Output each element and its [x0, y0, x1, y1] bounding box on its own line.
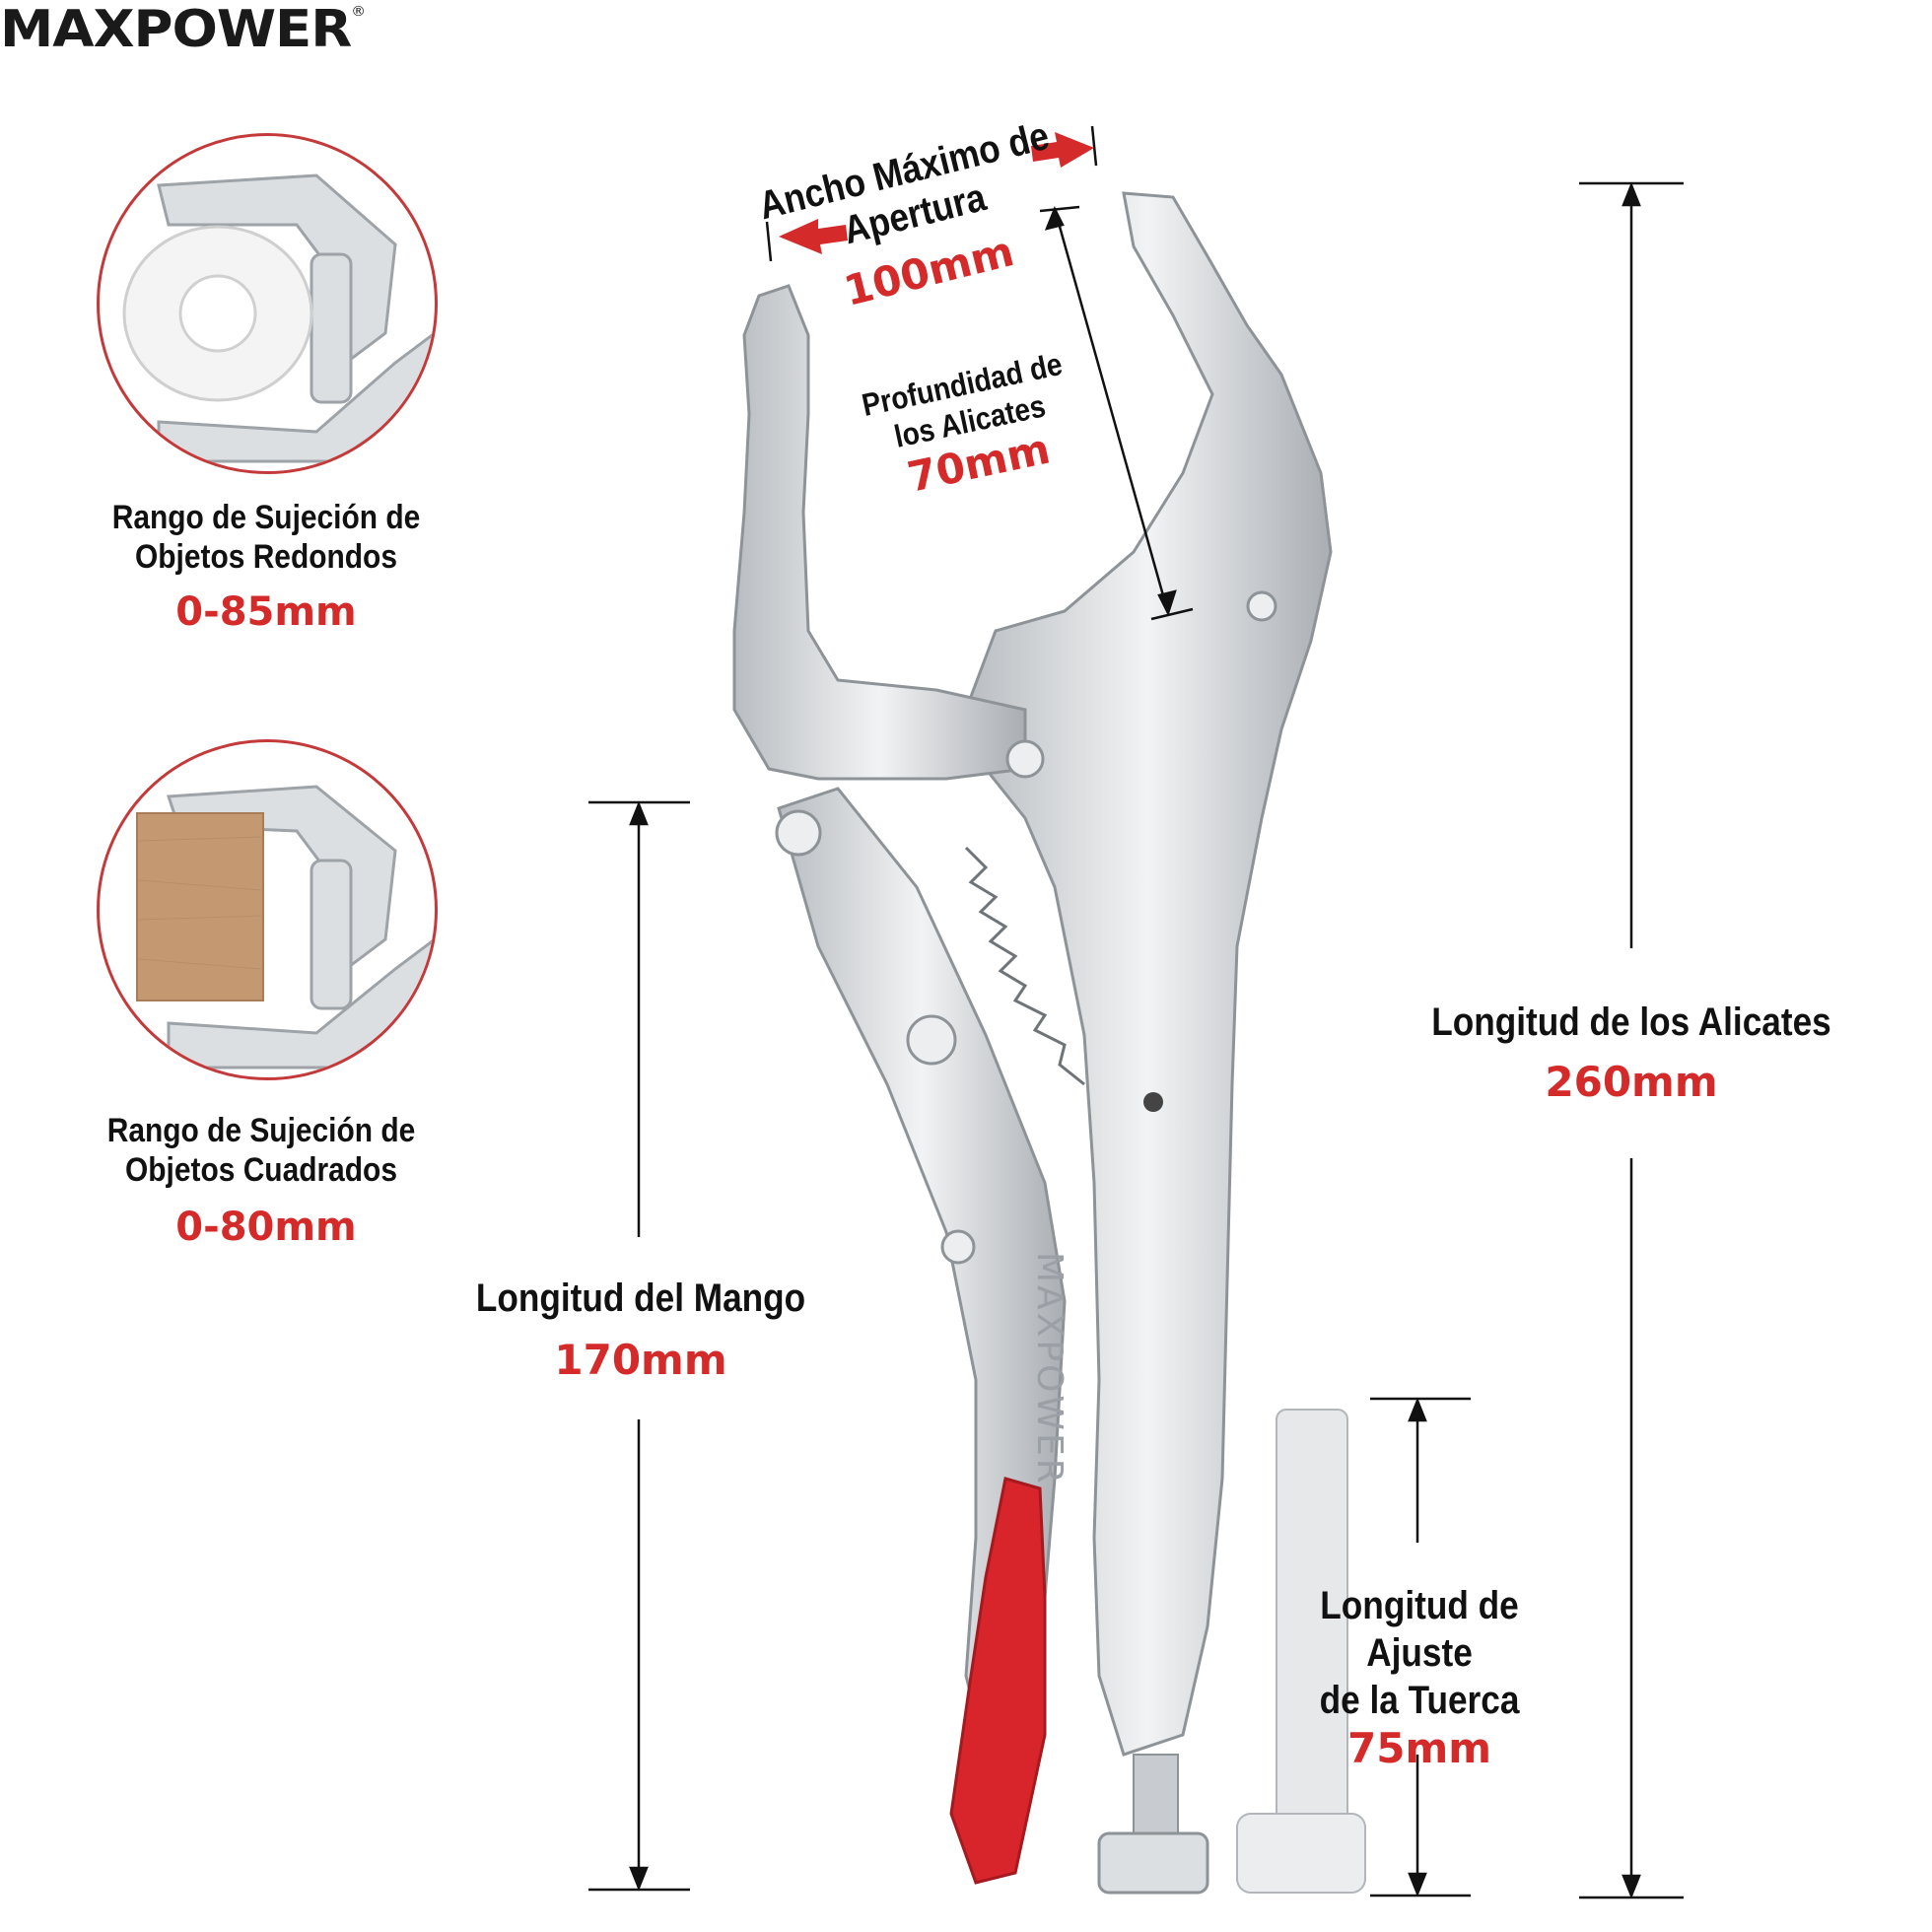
brand-logo: MAXPOWER® — [0, 0, 366, 59]
jaw-depth-dimension — [1039, 205, 1194, 621]
round-object-inset — [97, 133, 438, 474]
nut-adjust-label-group: Longitud de Ajuste de la Tuerca 75mm — [1242, 1582, 1597, 1772]
nut-adjust-line1: Longitud de Ajuste — [1320, 1584, 1519, 1675]
plier-length-value: 260mm — [1545, 1058, 1718, 1106]
registered-mark: ® — [351, 4, 366, 20]
round-range-value: 0-85mm — [175, 589, 357, 635]
loose-bolt-head — [1236, 1813, 1366, 1894]
nut-adjust-value: 75mm — [1347, 1724, 1491, 1772]
handle-length-dimension — [588, 800, 690, 1892]
nut-adjust-dimension — [1370, 1397, 1471, 1898]
right-red-arrow — [1031, 132, 1094, 168]
tension-spring — [964, 846, 1085, 1086]
handle-length-value: 170mm — [554, 1336, 727, 1384]
square-range-label: Rango de Sujeción de Objetos Cuadrados — [79, 1111, 444, 1190]
pivot-rivet-3 — [906, 1014, 957, 1066]
round-range-label: Rango de Sujeción de Objetos Redondos — [84, 498, 448, 577]
square-range-value: 0-80mm — [175, 1205, 357, 1250]
pivot-rivet-4 — [940, 1229, 976, 1265]
round-range-line1: Rango de Sujeción de — [111, 499, 421, 536]
tool-engraving: MAXPOWER — [1029, 1252, 1070, 1486]
max-opening-dimension — [765, 125, 1098, 262]
pivot-rivet-5 — [1246, 590, 1277, 622]
adjustment-knob — [1097, 1831, 1209, 1895]
plier-length-label: Longitud de los Alicates — [1431, 1000, 1831, 1044]
round-range-line2: Objetos Redondos — [135, 538, 397, 576]
pivot-rivet-2 — [775, 809, 822, 857]
nut-adjust-line2: de la Tuerca — [1319, 1679, 1520, 1722]
pivot-rivet-1 — [1005, 739, 1045, 779]
square-range-line2: Objetos Cuadrados — [125, 1151, 397, 1189]
fixed-jaw — [964, 191, 1333, 1757]
release-lever-grip — [949, 1477, 1047, 1885]
movable-jaw — [732, 284, 1027, 781]
left-red-arrow — [779, 219, 848, 254]
plier-length-dimension — [1579, 181, 1684, 1899]
round-clamp-illustration — [122, 173, 435, 463]
pivot-hole — [1143, 1092, 1163, 1112]
handle-length-label: Longitud del Mango — [475, 1276, 806, 1320]
square-object-inset — [97, 739, 438, 1080]
square-clamp-illustration — [136, 785, 435, 1070]
brand-logo-text: MAXPOWER — [0, 0, 352, 59]
square-range-line1: Rango de Sujeción de — [106, 1112, 416, 1149]
